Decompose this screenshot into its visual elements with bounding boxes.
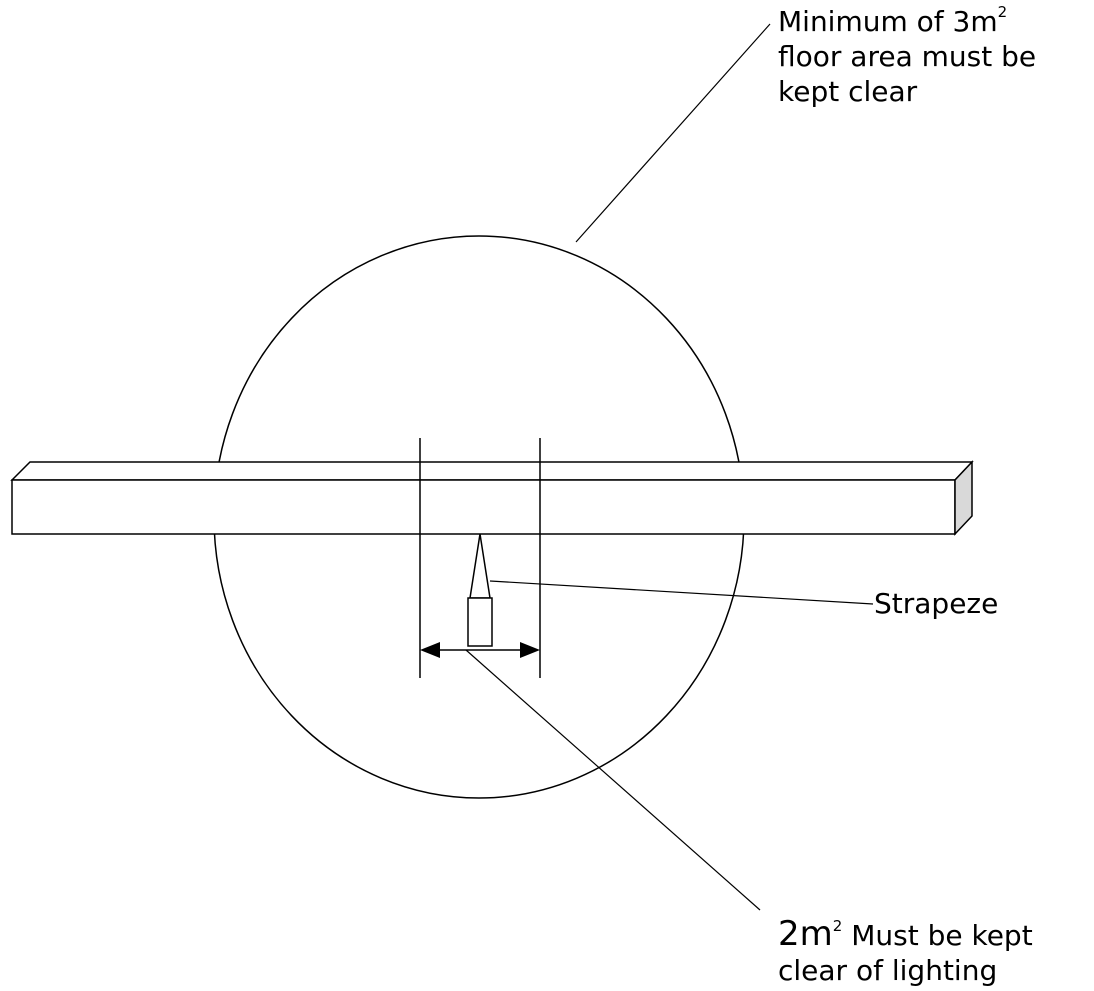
label-floor-area-line1: Minimum of 3m2 (778, 2, 1008, 38)
label-lighting-line1: 2m2 Must be kept (778, 914, 1033, 954)
beam-end-face (954, 460, 973, 536)
dimension-arrowhead-right (520, 642, 540, 658)
label-floor-area: Minimum of 3m2 floor area must be kept c… (778, 4, 1036, 109)
label-floor-area-line3: kept clear (778, 75, 918, 108)
beam-front-face (11, 479, 956, 535)
label-lighting-line2: clear of lighting (778, 954, 998, 987)
leader-line-lighting (465, 649, 761, 911)
dimension-arrowhead-left (420, 642, 440, 658)
leader-line-strapeze (489, 580, 874, 605)
label-floor-area-line2: floor area must be (778, 40, 1037, 73)
leader-line-floor-area (575, 23, 771, 243)
label-lighting-clearance: 2m2 Must be kept clear of lighting (778, 917, 1033, 988)
strapeze-bar (467, 597, 493, 647)
label-strapeze: Strapeze (874, 587, 999, 620)
beam-top-face (10, 461, 974, 481)
